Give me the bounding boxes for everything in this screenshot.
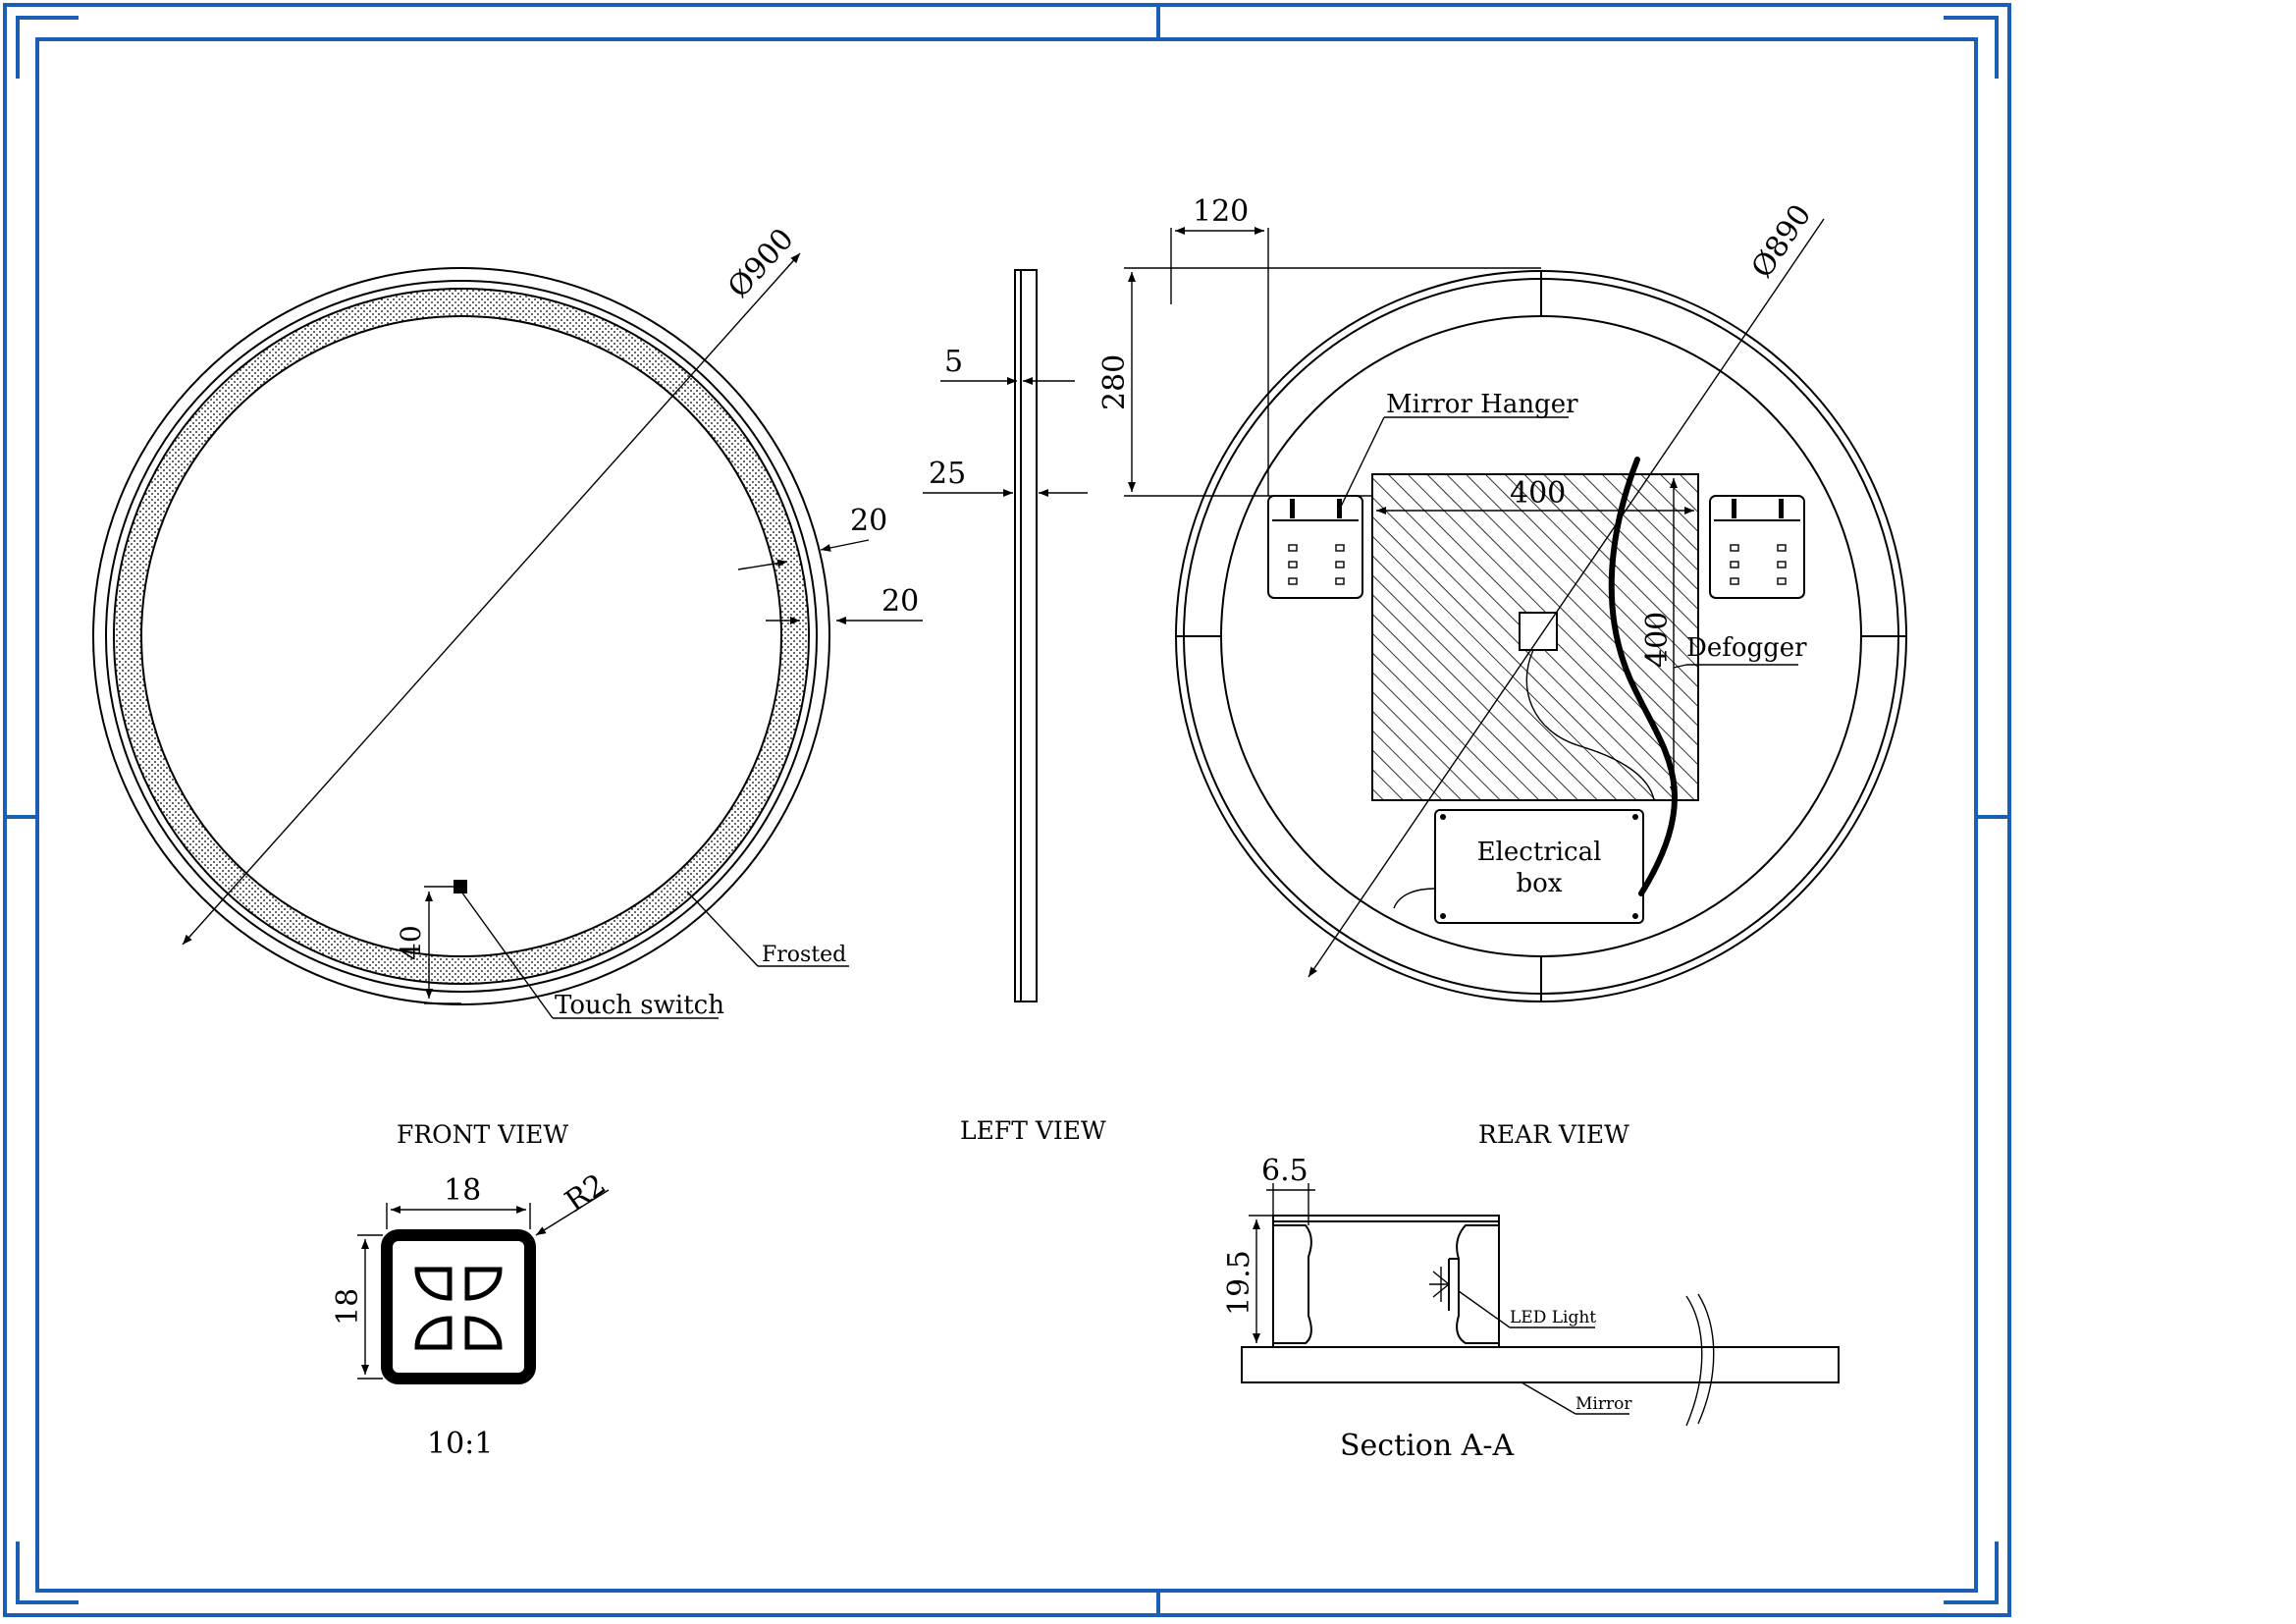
- front-diameter-label: Ø900: [721, 222, 801, 304]
- dim-glass-thickness: 5: [944, 345, 963, 379]
- dim-frame-width: 20: [850, 504, 887, 538]
- mirror-side-profile: [1014, 269, 1038, 1002]
- switch-petal-icon: [414, 1267, 503, 1350]
- dim-switch-height: 18: [331, 1288, 365, 1326]
- rear-view: Electrical box Ø890 120 280 400 400 Mirr…: [1097, 194, 1907, 1149]
- frosted-band: [113, 289, 809, 984]
- front-view-caption: FRONT VIEW: [397, 1120, 568, 1149]
- dim-hanger-offset-x: 120: [1193, 194, 1249, 229]
- dim-defogger-height: 400: [1640, 612, 1675, 668]
- electrical-box-label-1: Electrical: [1477, 838, 1602, 867]
- led-light-label: LED Light: [1510, 1308, 1596, 1327]
- dim-switch-offset: 40: [395, 925, 427, 960]
- detail-scale-caption: 10:1: [427, 1427, 493, 1461]
- touch-switch-label: Touch switch: [555, 991, 724, 1020]
- dim-frame-height: 19.5: [1222, 1250, 1256, 1316]
- mirror-hanger-label: Mirror Hanger: [1386, 390, 1578, 419]
- dim-defogger-width: 400: [1510, 476, 1566, 511]
- dim-total-depth: 25: [929, 457, 966, 491]
- section-frame: [1272, 1215, 1500, 1348]
- mirror-hanger-right: [1709, 495, 1805, 599]
- frosted-label: Frosted: [762, 943, 846, 967]
- front-view: Ø900 20 20 40 Touch switch Frosted FRONT…: [92, 222, 923, 1149]
- led-light-icon: [1429, 1267, 1450, 1302]
- dim-switch-width: 18: [444, 1173, 481, 1208]
- section-mirror-glass: [1241, 1346, 1840, 1383]
- dim-hanger-offset-y: 280: [1097, 354, 1132, 410]
- electrical-box-label-2: box: [1517, 869, 1563, 898]
- mirror-outer-edge: [92, 267, 830, 1005]
- dim-frame-lip: 6.5: [1261, 1154, 1308, 1188]
- touch-switch-icon: [454, 880, 467, 893]
- mirror-hanger-left: [1267, 495, 1363, 599]
- power-cable: [1608, 457, 1678, 896]
- switch-detail-outline: [381, 1229, 536, 1384]
- mirror-label: Mirror: [1575, 1394, 1632, 1414]
- touch-switch-detail: 18 18 R2 10:1: [331, 1167, 613, 1461]
- dim-corner-radius: R2: [560, 1167, 613, 1219]
- dim-frosted-width: 20: [881, 584, 919, 619]
- section-caption: Section A-A: [1340, 1429, 1514, 1463]
- drawing-frame: [3, 3, 2011, 1617]
- rear-view-caption: REAR VIEW: [1478, 1120, 1629, 1149]
- left-view-caption: LEFT VIEW: [960, 1116, 1106, 1145]
- electrical-box: [1434, 809, 1644, 924]
- defogger-label: Defogger: [1686, 633, 1807, 663]
- left-view: 5 25 LEFT VIEW: [923, 269, 1106, 1145]
- section-a-a: LED Light Mirror 6.5 19.5 Section A-A: [1222, 1154, 1840, 1463]
- rear-diameter-label: Ø890: [1745, 198, 1819, 284]
